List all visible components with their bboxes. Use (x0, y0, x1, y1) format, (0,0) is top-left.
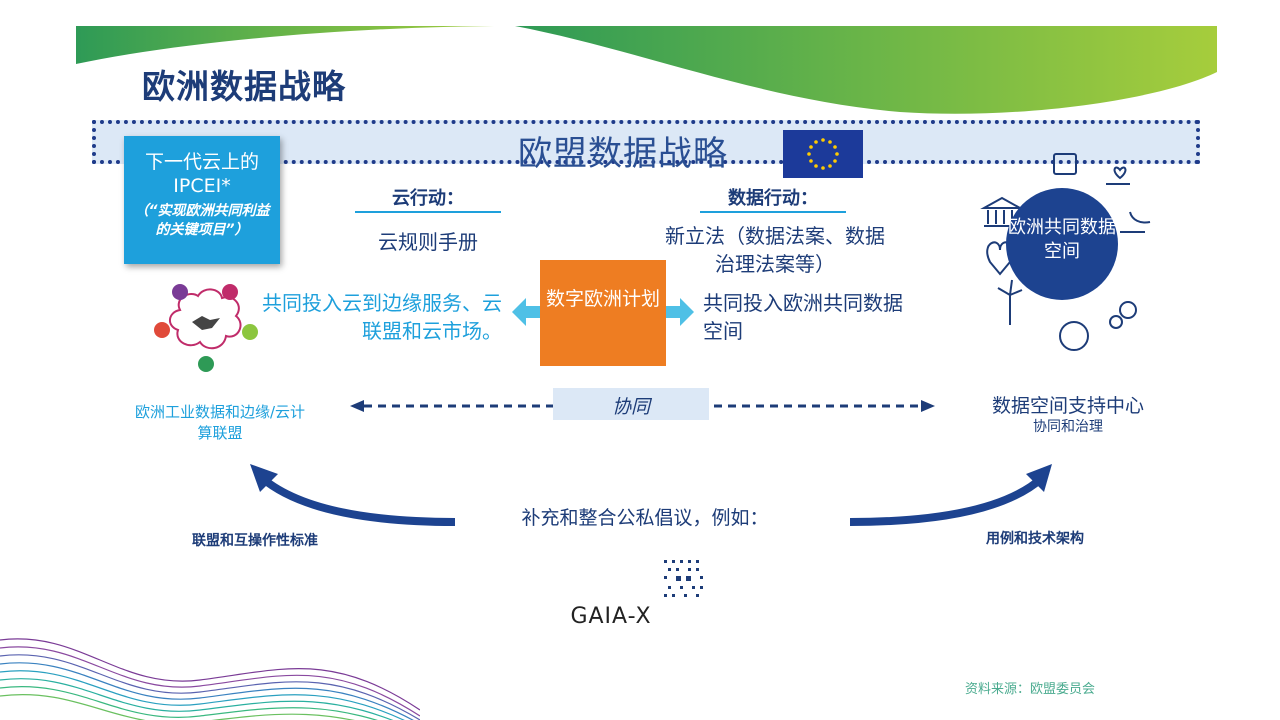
page-title: 欧洲数据战略 (142, 67, 346, 106)
wave-decoration (0, 638, 420, 720)
data-space-icons (980, 153, 1151, 351)
support-center-sublabel: 协同和治理 (1033, 419, 1103, 435)
data-space-investment-text: 共同投入欧洲共同数据空间 (703, 291, 903, 343)
ipcei-subtitle: （“实现欧洲共同利益的关键项目”） (134, 203, 270, 238)
use-cases-label: 用例和技术架构 (986, 531, 1084, 547)
gaia-x-label: GAIA-X (570, 604, 652, 629)
cloud-investment-text: 共同投入云到边缘服务、云联盟和云市场。 (262, 291, 502, 343)
complement-initiatives-text: 补充和整合公私倡议，例如： (521, 507, 769, 529)
collaboration-box (553, 388, 709, 420)
left-curved-arrow (250, 464, 456, 526)
cloud-action-underline (355, 211, 501, 213)
data-spaces-circle: 欧洲共同数据空间 (1006, 188, 1118, 300)
banner-title: 欧盟数据战略 (518, 134, 728, 174)
cloud-rulebook: 云规则手册 (378, 230, 478, 254)
standards-label: 联盟和互操作性标准 (192, 533, 318, 549)
alliance-network-icon (154, 284, 258, 372)
data-action-heading: 数据行动： (728, 188, 818, 209)
collaboration-double-arrow (350, 400, 935, 412)
eu-flag-icon (783, 130, 863, 178)
collaboration-label: 协同 (611, 396, 650, 418)
alliance-label: 欧洲工业数据和边缘/云计算联盟 (134, 403, 306, 442)
source-note: 资料来源：欧盟委员会 (964, 682, 1095, 697)
data-action-underline (700, 211, 846, 213)
left-arrow-icon (512, 298, 542, 326)
data-legislation: 新立法（数据法案、数据治理法案等） (665, 224, 885, 276)
support-center-label: 数据空间支持中心 (991, 395, 1144, 417)
ipcei-title: 下一代云上的IPCEI* (144, 151, 259, 197)
right-arrow-icon (664, 298, 694, 326)
ipcei-box: 下一代云上的IPCEI* （“实现欧洲共同利益的关键项目”） (124, 136, 280, 264)
right-curved-arrow (849, 464, 1052, 526)
digital-europe-programme-box: 数字欧洲计划 (540, 260, 666, 366)
gaia-x-logo-icon (664, 560, 703, 597)
cloud-action-heading: 云行动： (392, 188, 464, 209)
top-decorative-band (76, 26, 1217, 114)
